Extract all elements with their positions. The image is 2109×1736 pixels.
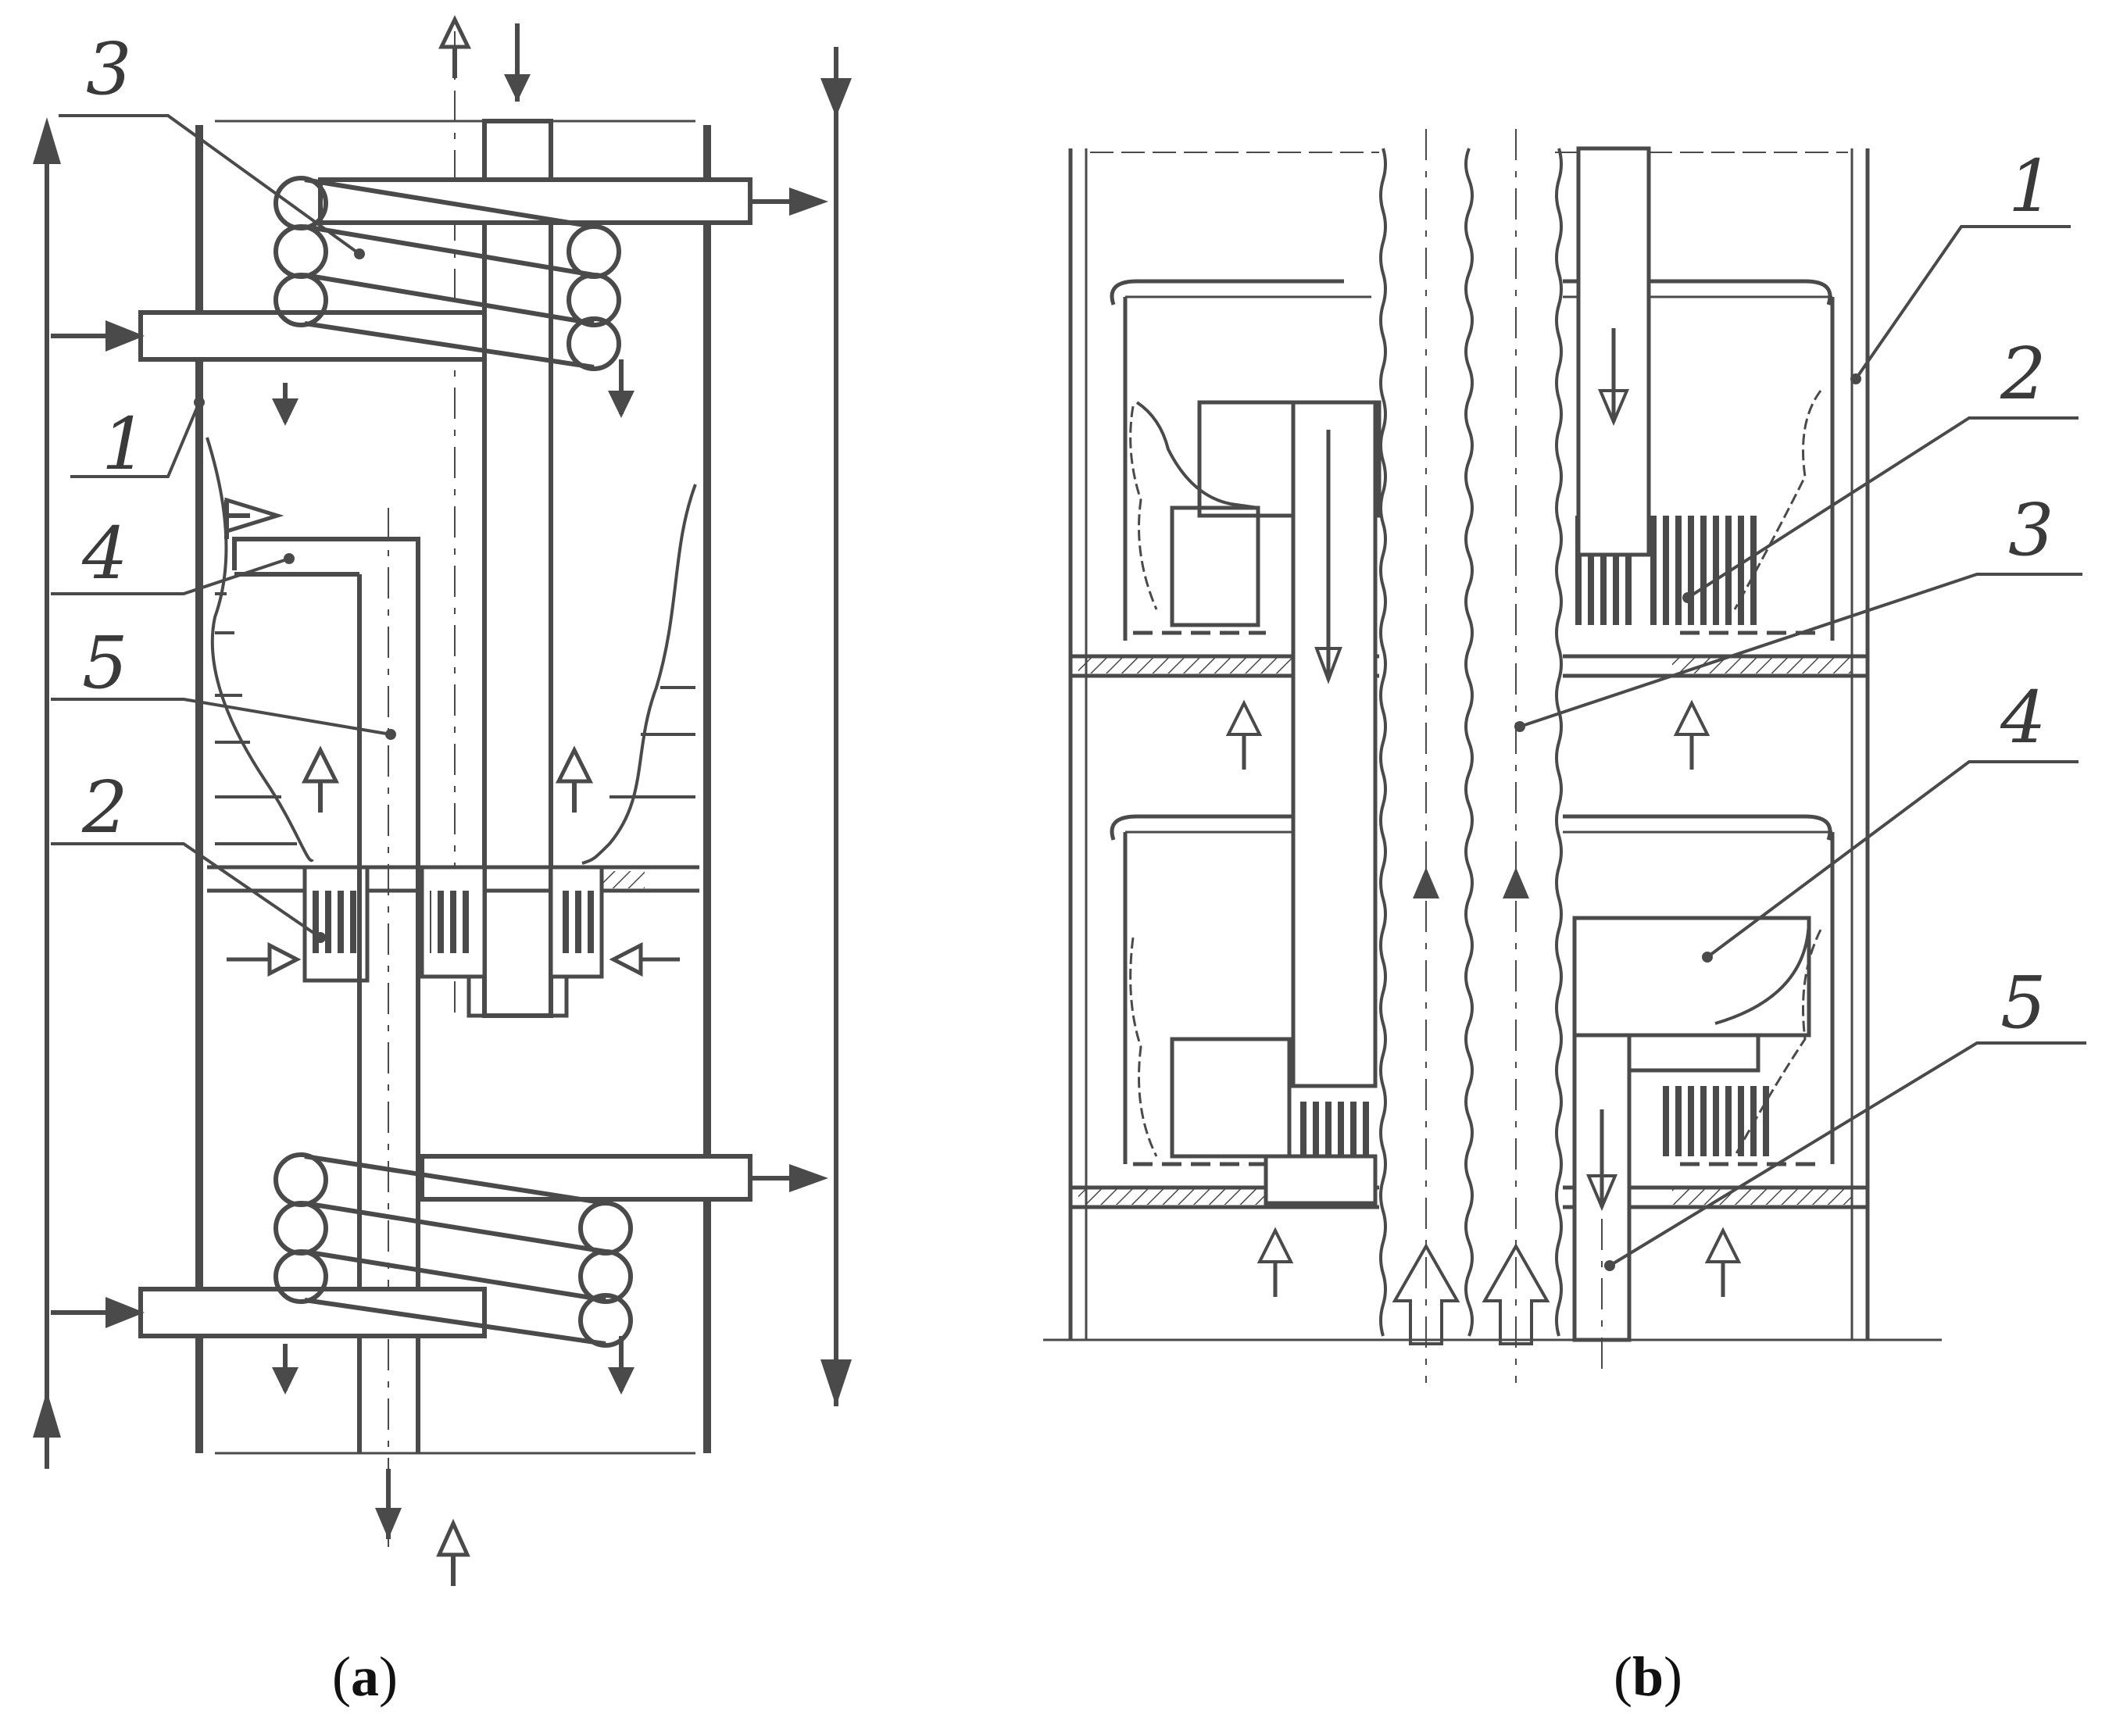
outer-right-flow-line — [820, 47, 852, 1406]
contact-devices-a — [227, 865, 680, 1018]
callout-a-4: 4 — [81, 512, 128, 595]
top-coil-a — [51, 176, 828, 426]
outer-left-flow-line — [33, 117, 61, 1469]
downcomer-a — [224, 497, 594, 1586]
panel-b — [1043, 129, 2086, 1383]
callout-b-3: 3 — [2008, 488, 2054, 572]
panel-caption-a: (a) — [332, 1645, 398, 1708]
panel-a — [33, 15, 852, 1586]
callout-a-1: 1 — [102, 402, 148, 486]
callout-a-5: 5 — [82, 621, 128, 705]
column-shell-b — [1043, 148, 1942, 1341]
svg-text:(b): (b) — [1614, 1645, 1682, 1708]
callout-a-3: 3 — [86, 27, 132, 111]
callouts-b: 1 2 3 4 5 — [2000, 145, 2054, 1045]
callouts-a: 3 1 4 5 2 — [81, 27, 148, 849]
upper-tray-b — [1071, 146, 1868, 1088]
caption-letter-b: b — [1632, 1645, 1664, 1708]
caption-letter-a: a — [351, 1645, 379, 1708]
liquid-zone-a — [206, 437, 697, 865]
callout-b-1: 1 — [2008, 145, 2054, 228]
svg-text:(a): (a) — [332, 1645, 398, 1708]
callout-b-2: 2 — [2000, 332, 2046, 416]
callout-b-5: 5 — [2000, 961, 2046, 1045]
callout-b-4: 4 — [2000, 676, 2046, 759]
bottom-coil-a — [51, 1152, 828, 1395]
central-pipes-b — [1379, 129, 1563, 1383]
callout-a-2: 2 — [81, 766, 128, 849]
lower-tray-b — [1071, 814, 1868, 1375]
leaders-b — [1514, 225, 2086, 1271]
panel-caption-b: (b) — [1614, 1645, 1682, 1708]
leaders-a — [51, 114, 396, 943]
